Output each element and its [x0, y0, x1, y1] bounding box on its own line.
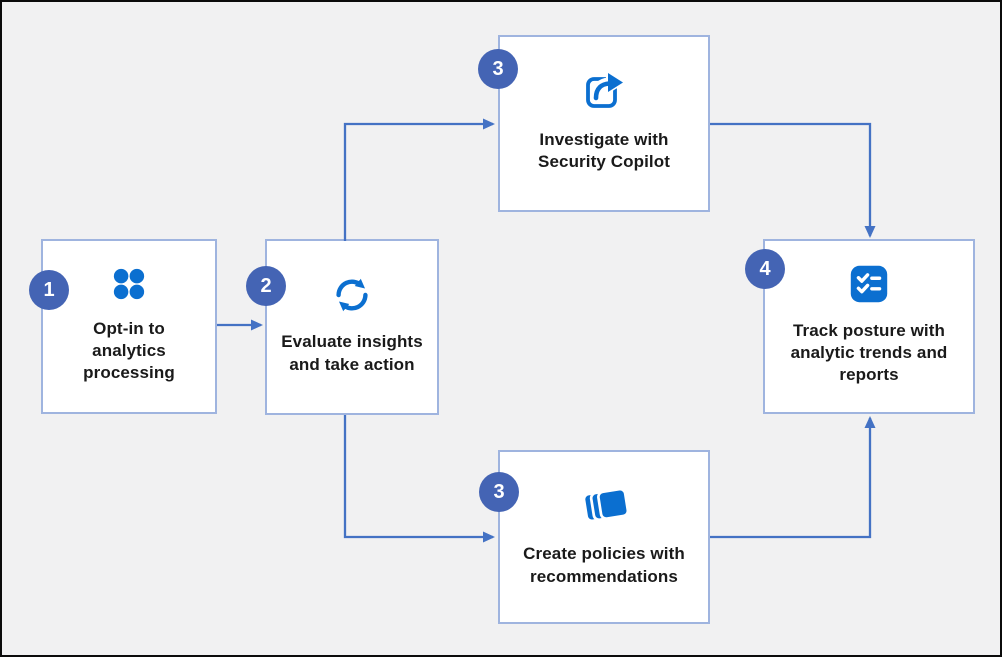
flow-node-opt-in: Opt-in to analytics processing [41, 239, 217, 414]
node-label: Track posture with analytic trends and r… [790, 320, 948, 385]
sync-arrows-icon [336, 279, 368, 312]
connector-evaluate-to-investigate [343, 118, 495, 241]
connector-evaluate-to-policies [343, 415, 495, 543]
node-label: Create policies with recommendations [523, 544, 685, 586]
flow-node-create-policies: Create policies with recommendations [498, 450, 710, 624]
dots-grid-icon [113, 268, 145, 299]
step-badge-3-top: 3 [478, 49, 518, 89]
checklist-icon [850, 265, 888, 303]
step-badge-3-bottom: 3 [479, 472, 519, 512]
flow-node-investigate: Investigate with Security Copilot [498, 35, 710, 212]
stacked-layers-icon [582, 488, 630, 523]
step-badge-1: 1 [29, 270, 69, 310]
connector-investigate-to-track [710, 122, 876, 238]
flow-node-evaluate: Evaluate insights and take action [265, 239, 439, 415]
node-label: Investigate with Security Copilot [538, 129, 670, 171]
connector-policies-to-track [710, 416, 876, 539]
step-badge-2: 2 [246, 266, 286, 306]
node-label: Opt-in to analytics processing [83, 318, 175, 383]
step-badge-4: 4 [745, 249, 785, 289]
flow-node-track-posture: Track posture with analytic trends and r… [763, 239, 975, 414]
share-arrow-icon [586, 69, 626, 108]
node-label: Evaluate insights and take action [281, 332, 423, 374]
